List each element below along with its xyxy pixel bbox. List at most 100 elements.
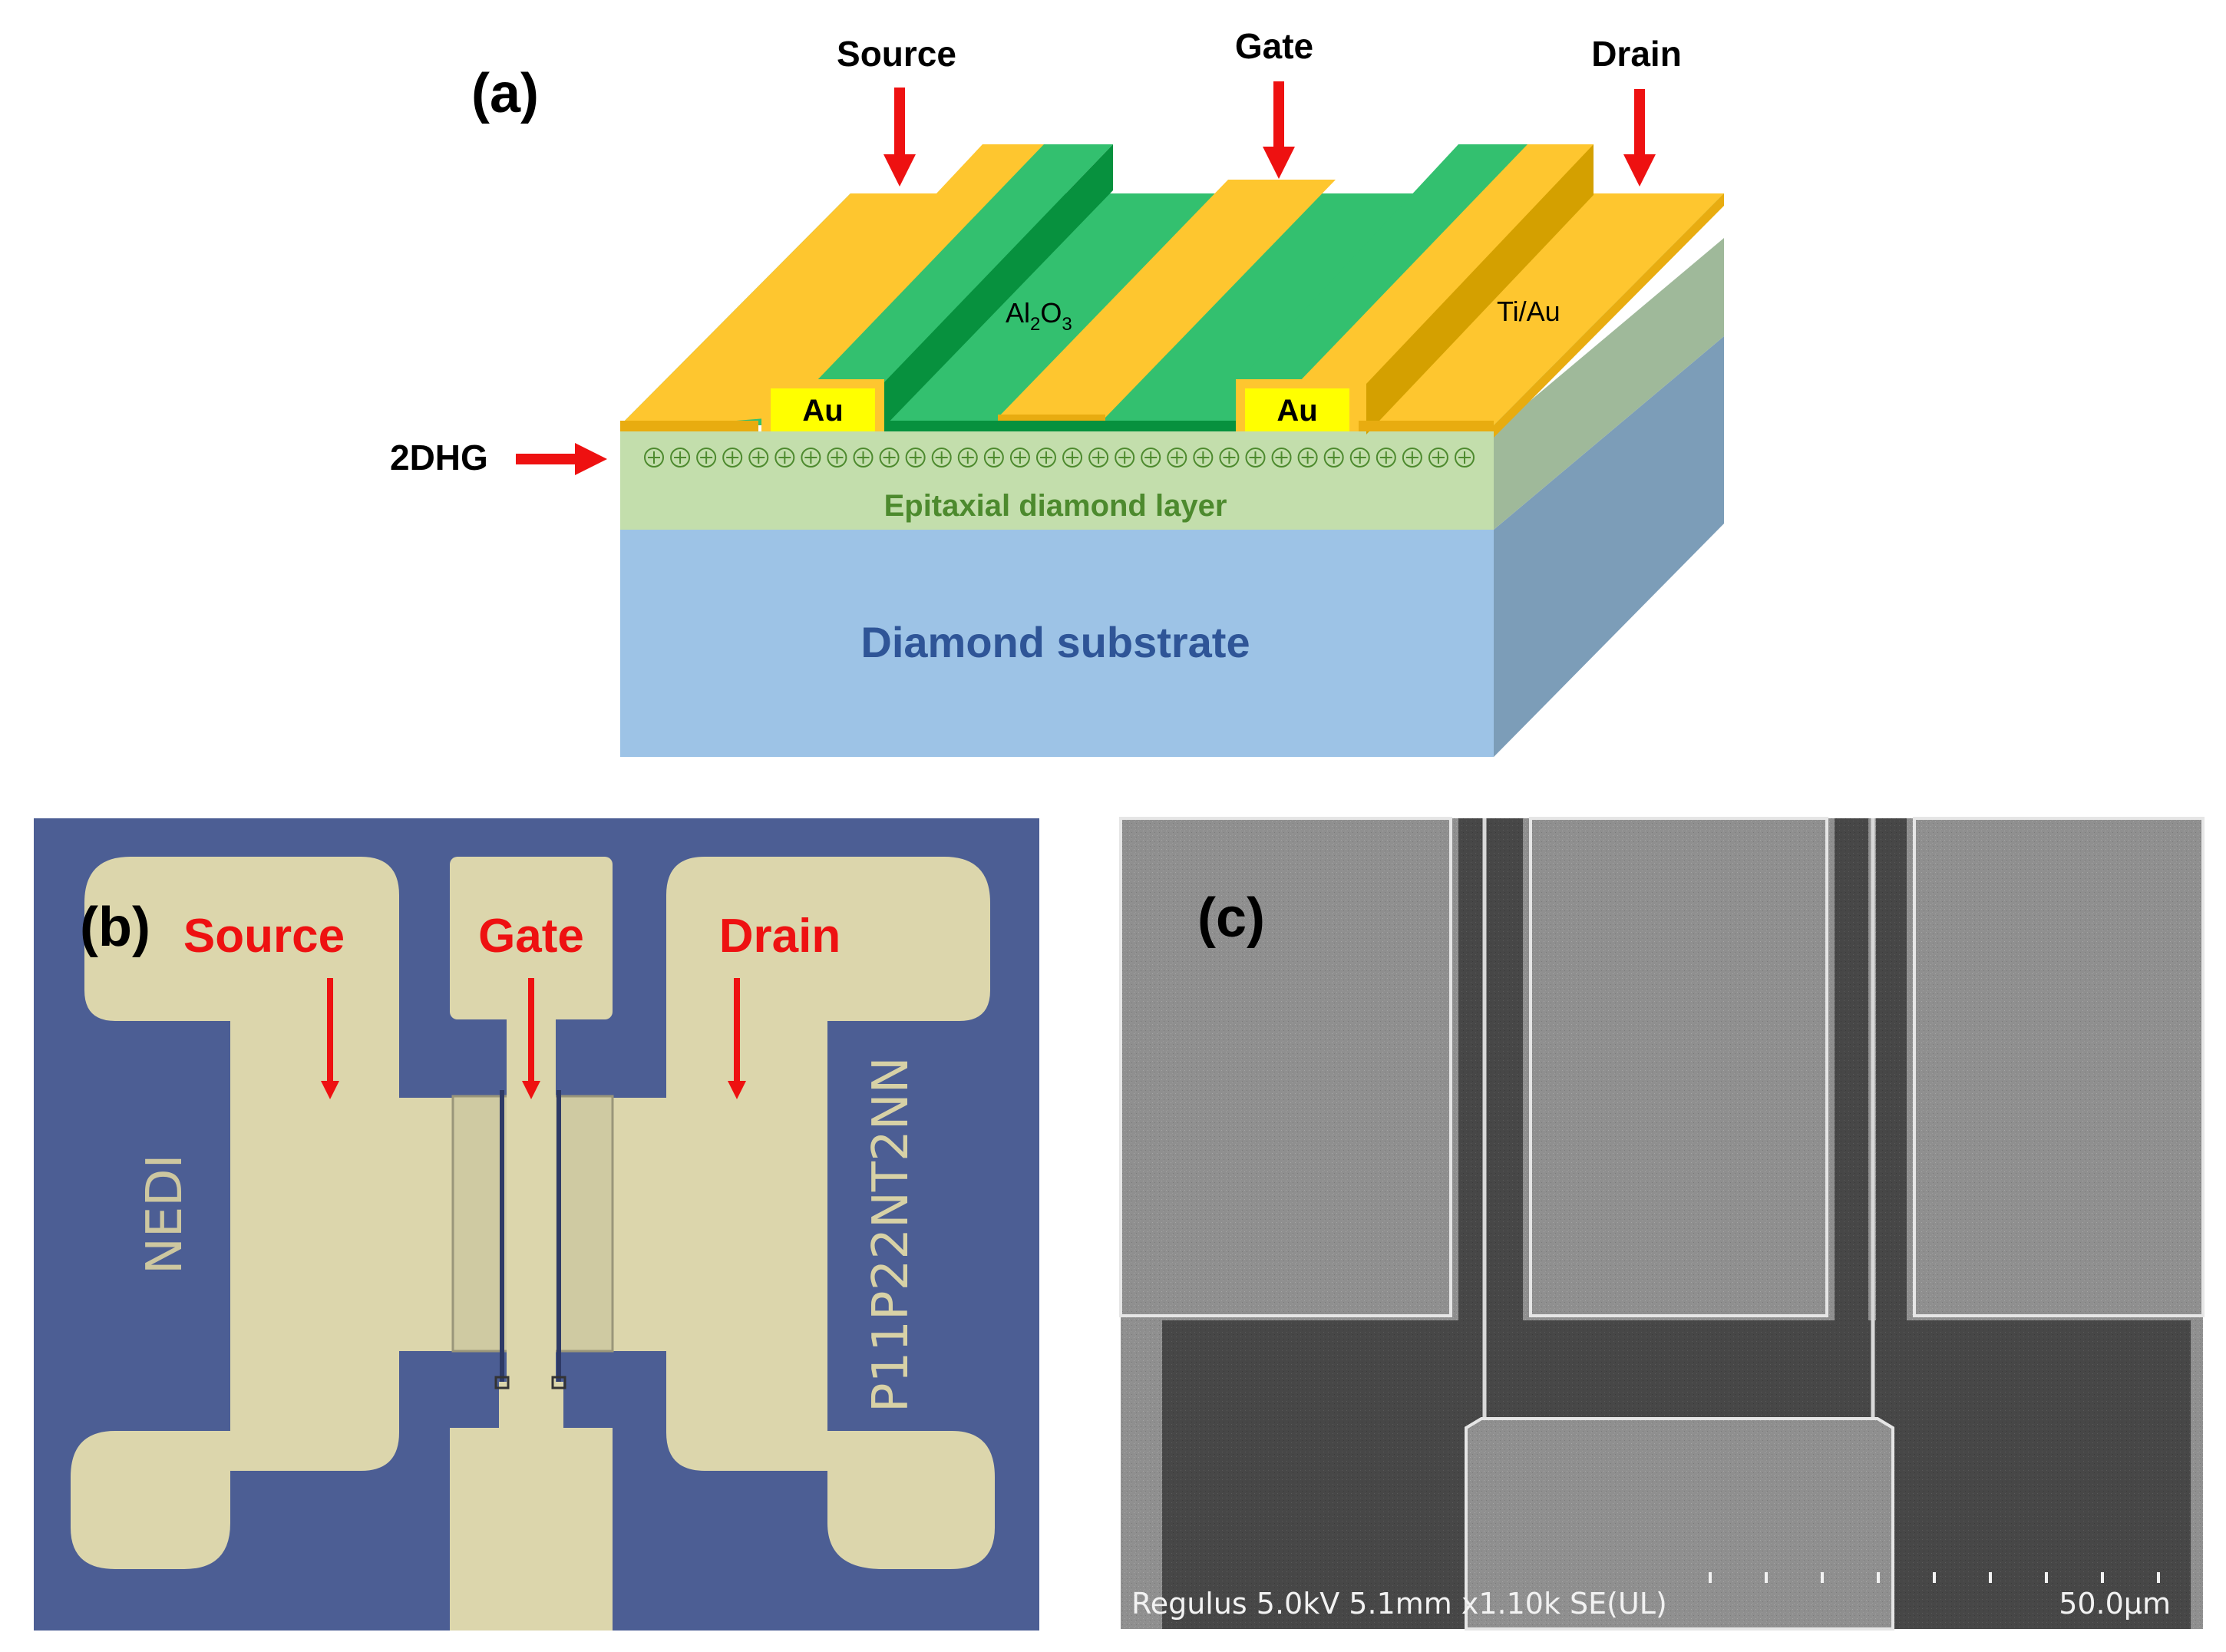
panel-b-label: (b) <box>80 897 150 958</box>
source-metal-edge <box>620 421 758 431</box>
source-metal-top <box>620 144 1067 430</box>
twodhg-label: 2DHG <box>390 438 488 477</box>
hole-symbol <box>774 448 795 468</box>
scale-tick <box>2045 1572 2048 1583</box>
drain-label: Drain <box>1591 34 1682 74</box>
hole-plus <box>1118 451 1131 464</box>
tiau-label: Ti/Au <box>1497 296 1561 327</box>
gate-metal-top <box>998 180 1336 418</box>
chip-text-right: P11P22NT2NN <box>863 1057 920 1413</box>
gate-label: Gate <box>1235 26 1313 66</box>
sem-right-pad <box>1913 817 2205 1317</box>
sem-trench-center-left <box>1489 818 1523 1348</box>
hole-symbol <box>931 448 952 468</box>
hole-plus <box>726 451 739 464</box>
gate-finger <box>507 1090 556 1382</box>
hole-symbol <box>1297 448 1318 468</box>
gate-top-pad <box>450 857 613 1019</box>
source-label: Source <box>837 34 956 74</box>
hole-plus <box>1171 451 1184 464</box>
substrate-label: Diamond substrate <box>860 618 1250 666</box>
source-metal-pad <box>71 857 453 1569</box>
scale-tick <box>1821 1572 1824 1583</box>
scale-tick <box>1877 1572 1880 1583</box>
hole-plus <box>1039 451 1052 464</box>
gate-neck-bottom <box>499 1382 563 1436</box>
source-label-b: Source <box>183 910 345 963</box>
hole-plus <box>987 451 1000 464</box>
al2o3-strip-left-side <box>883 144 1113 428</box>
hole-plus <box>909 451 922 464</box>
drain-metal-side <box>1366 144 1594 434</box>
hole-plus <box>1092 451 1105 464</box>
sem-left-pad <box>1119 817 1452 1317</box>
hole-symbol <box>1323 448 1344 468</box>
scale-tick <box>1709 1572 1712 1583</box>
panel-a-label: (a) <box>471 63 539 124</box>
sem-trench-center-right <box>1835 818 1868 1348</box>
gate-bottom-pad <box>450 1428 613 1631</box>
hole-symbol <box>1115 448 1135 468</box>
drain-metal-pad <box>613 857 995 1569</box>
hole-symbol <box>1141 448 1161 468</box>
hole-symbol <box>670 448 691 468</box>
sem-gate-pad <box>1465 1417 1894 1631</box>
hole-plus <box>804 451 817 464</box>
hole-plus <box>1249 451 1262 464</box>
panel-b-optical-micrograph: NEDI P11P22NT2NN (b) Source Gate Drain <box>34 818 1039 1631</box>
hole-plus <box>674 451 687 464</box>
scale-tick <box>2101 1572 2104 1583</box>
epitaxial-layer-side <box>1494 238 1724 530</box>
hole-plus <box>1066 451 1079 464</box>
hole-plus <box>752 451 765 464</box>
hole-symbol <box>1009 448 1030 468</box>
scale-tick <box>1989 1572 1992 1583</box>
hole-symbol <box>1245 448 1266 468</box>
sem-scale-text: 50.0μm <box>2059 1587 2171 1621</box>
panel-a-device-schematic: Au Au Al2O3 Ti/Au Epitaxial diamond laye… <box>390 26 1724 757</box>
al2o3-strip-left <box>814 144 1113 384</box>
hole-plus <box>1353 451 1366 464</box>
hole-symbol <box>748 448 769 468</box>
drain-label-b: Drain <box>719 910 841 963</box>
scale-tick <box>1765 1572 1768 1583</box>
gate-label-b: Gate <box>478 910 584 963</box>
sem-info-text: Regulus 5.0kV 5.1mm x1.10k SE(UL) <box>1131 1587 1667 1621</box>
hole-symbol <box>1219 448 1240 468</box>
hole-symbol <box>1088 448 1109 468</box>
hole-row <box>644 448 1475 468</box>
hole-symbol <box>1062 448 1083 468</box>
hole-plus <box>1144 451 1158 464</box>
epi-layer-label: Epitaxial diamond layer <box>884 489 1227 523</box>
hole-symbol <box>827 448 847 468</box>
hole-symbol <box>983 448 1004 468</box>
hole-symbol <box>1271 448 1292 468</box>
hole-symbol <box>879 448 900 468</box>
hole-symbol <box>696 448 717 468</box>
hole-symbol <box>853 448 874 468</box>
hole-plus <box>1379 451 1392 464</box>
hole-plus <box>1223 451 1236 464</box>
chip-text-left: NEDI <box>137 1155 193 1274</box>
hole-plus <box>1327 451 1340 464</box>
hole-symbol <box>957 448 978 468</box>
scale-tick <box>1933 1572 1936 1583</box>
scale-tick <box>2157 1572 2160 1583</box>
hole-plus <box>857 451 870 464</box>
drain-right-face <box>1494 193 1724 438</box>
drain-metal-edge <box>1356 421 1494 431</box>
epitaxial-layer-front <box>620 431 1494 530</box>
al2o3-strip-right <box>1236 144 1535 384</box>
hole-plus <box>648 451 660 464</box>
hole-plus <box>935 451 948 464</box>
hole-plus <box>831 451 844 464</box>
hole-plus <box>778 451 791 464</box>
sem-scale-bar <box>1709 1572 2160 1583</box>
hole-symbol <box>801 448 821 468</box>
hole-symbol <box>1455 448 1475 468</box>
hole-plus <box>1301 451 1314 464</box>
al2o3-label: Al2O3 <box>1006 297 1072 335</box>
hole-symbol <box>905 448 926 468</box>
au-label-right: Au <box>1276 394 1317 428</box>
